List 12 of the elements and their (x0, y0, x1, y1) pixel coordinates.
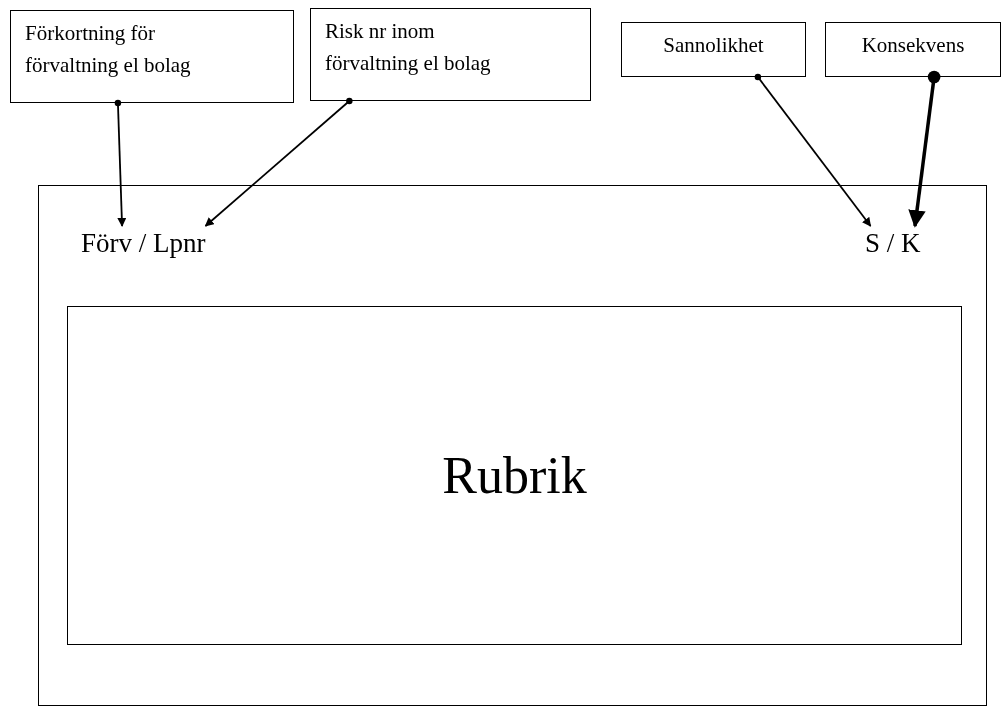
annotation-box: Förkortning för förvaltning el bolag (10, 10, 294, 103)
leader-arrow (754, 73, 872, 227)
annotation-box: Sannolikhet (621, 22, 806, 77)
leader-arrow (908, 70, 941, 228)
heading-box: Rubrik (67, 306, 962, 645)
annotation-box: Risk nr inom förvaltning el bolag (310, 8, 591, 101)
score-label: S / K (865, 228, 921, 258)
annotation-box: Konsekvens (825, 22, 1001, 77)
card-frame (38, 185, 987, 706)
leader-arrow (204, 97, 353, 227)
id-label: Förv / Lpnr (81, 228, 206, 258)
leader-arrow (114, 99, 127, 227)
